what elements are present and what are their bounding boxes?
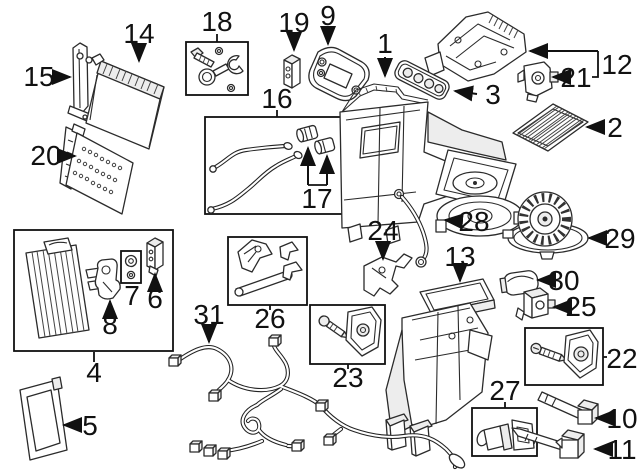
callout-6[interactable]: 6 (147, 283, 163, 314)
part-12-air-intake-housing[interactable] (424, 11, 527, 82)
callout-14[interactable]: 14 (123, 18, 154, 49)
callout-8[interactable]: 8 (102, 309, 118, 340)
part-18-fitting-kit[interactable] (185, 41, 249, 96)
part-13-hvac-lower-housing[interactable] (385, 278, 496, 457)
part-11-temp-sensor[interactable] (511, 427, 585, 459)
callout-21[interactable]: 21 (560, 62, 591, 93)
part-24-bracket[interactable] (363, 253, 413, 297)
part-23-actuator-kit[interactable] (309, 304, 386, 365)
callout-1[interactable]: 1 (377, 28, 393, 59)
callout-11[interactable]: 11 (607, 434, 636, 465)
leader-lines (52, 26, 614, 457)
callout-30[interactable]: 30 (548, 265, 579, 296)
part-29-blower-motor[interactable] (502, 191, 589, 260)
callout-28[interactable]: 28 (458, 206, 489, 237)
callout-26[interactable]: 26 (254, 303, 285, 334)
callout-23[interactable]: 23 (332, 362, 363, 393)
part-9-gasket-seal[interactable] (308, 46, 370, 102)
callout-18[interactable]: 18 (201, 6, 232, 37)
part-19-valve-block[interactable] (283, 54, 301, 89)
callout-labels: 15 14 18 19 9 1 12 21 3 2 16 17 24 28 13… (23, 0, 637, 465)
part-17-hose-caps[interactable] (296, 124, 336, 155)
callout-31[interactable]: 31 (193, 299, 224, 330)
callout-29[interactable]: 29 (604, 223, 635, 254)
callout-5[interactable]: 5 (82, 410, 98, 441)
callout-19[interactable]: 19 (278, 7, 309, 38)
part-25-actuator[interactable] (515, 287, 556, 321)
part-31-wiring-harness[interactable] (168, 334, 467, 471)
part-27-sensor-kit[interactable] (471, 407, 538, 457)
part-3-duct-seal[interactable] (393, 58, 452, 101)
callout-15[interactable]: 15 (23, 61, 54, 92)
callout-4[interactable]: 4 (86, 357, 102, 388)
callout-9[interactable]: 9 (320, 0, 336, 31)
part-28-drain-tube[interactable] (393, 188, 429, 268)
callout-17[interactable]: 17 (301, 183, 332, 214)
callout-7[interactable]: 7 (124, 280, 140, 311)
callout-20[interactable]: 20 (30, 140, 61, 171)
part-8-pipe-clamp[interactable] (94, 258, 121, 300)
part-5-seal-frame[interactable] (19, 376, 68, 461)
callout-13[interactable]: 13 (444, 241, 475, 272)
callout-25[interactable]: 25 (565, 291, 596, 322)
callout-22[interactable]: 22 (606, 343, 637, 374)
callout-16[interactable]: 16 (261, 83, 292, 114)
part-7-grommet-set[interactable] (120, 250, 142, 284)
callout-3[interactable]: 3 (485, 79, 501, 110)
callout-2[interactable]: 2 (607, 112, 623, 143)
callout-24[interactable]: 24 (367, 215, 398, 246)
part-14-heater-core[interactable] (85, 53, 165, 150)
callout-10[interactable]: 10 (606, 403, 637, 434)
callout-27[interactable]: 27 (489, 375, 520, 406)
part-26-linkage-kit[interactable] (227, 236, 308, 306)
part-30-cover[interactable] (499, 270, 540, 297)
callout-12[interactable]: 12 (601, 49, 632, 80)
